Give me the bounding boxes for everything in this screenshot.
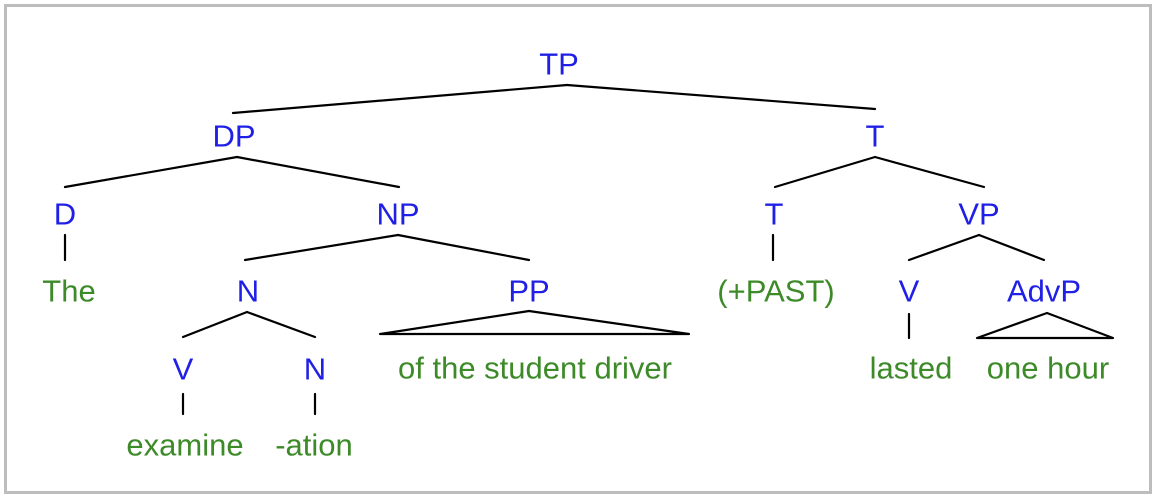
edge-tbar-vp [873, 155, 986, 189]
edge-np-n [243, 233, 400, 262]
diagram-frame: TP DP T D NP T VP N PP V AdvP V N The (+… [4, 4, 1152, 494]
tree-lines [63, 83, 1115, 416]
edge-n-n [245, 310, 317, 339]
triangle-advp [975, 311, 1115, 340]
edge-vp-advp [977, 233, 1046, 262]
word-of-the-student-driver: of the student driver [398, 350, 672, 386]
node-dp: DP [212, 118, 256, 154]
node-v-lower: V [172, 351, 194, 387]
word-ation: -ation [275, 427, 353, 463]
edge-dp-d [63, 155, 239, 189]
node-d: D [53, 196, 77, 232]
word-examine: examine [126, 427, 244, 463]
edge-np-pp [396, 233, 531, 262]
node-tp: TP [539, 46, 579, 82]
node-np: NP [376, 196, 420, 232]
edge-dp-np [235, 155, 401, 189]
node-t-bar: T [865, 118, 885, 154]
word-past: (+PAST) [717, 273, 835, 309]
node-v-upper: V [898, 273, 920, 309]
word-one-hour: one hour [986, 350, 1110, 386]
node-n-upper: N [236, 273, 260, 309]
edge-tbar-t [773, 155, 877, 189]
edge-tp-dp [231, 83, 569, 115]
triangle-pp [378, 309, 691, 336]
node-vp: VP [958, 196, 1000, 232]
word-the: The [42, 273, 96, 309]
node-advp: AdvP [1006, 273, 1082, 309]
edge-tp-tbar [565, 83, 877, 111]
edge-vp-v [907, 233, 981, 262]
node-n-lower: N [303, 351, 327, 387]
node-t: T [764, 196, 784, 232]
word-lasted: lasted [869, 350, 953, 386]
node-pp: PP [508, 273, 550, 309]
edge-n-v [181, 310, 249, 339]
